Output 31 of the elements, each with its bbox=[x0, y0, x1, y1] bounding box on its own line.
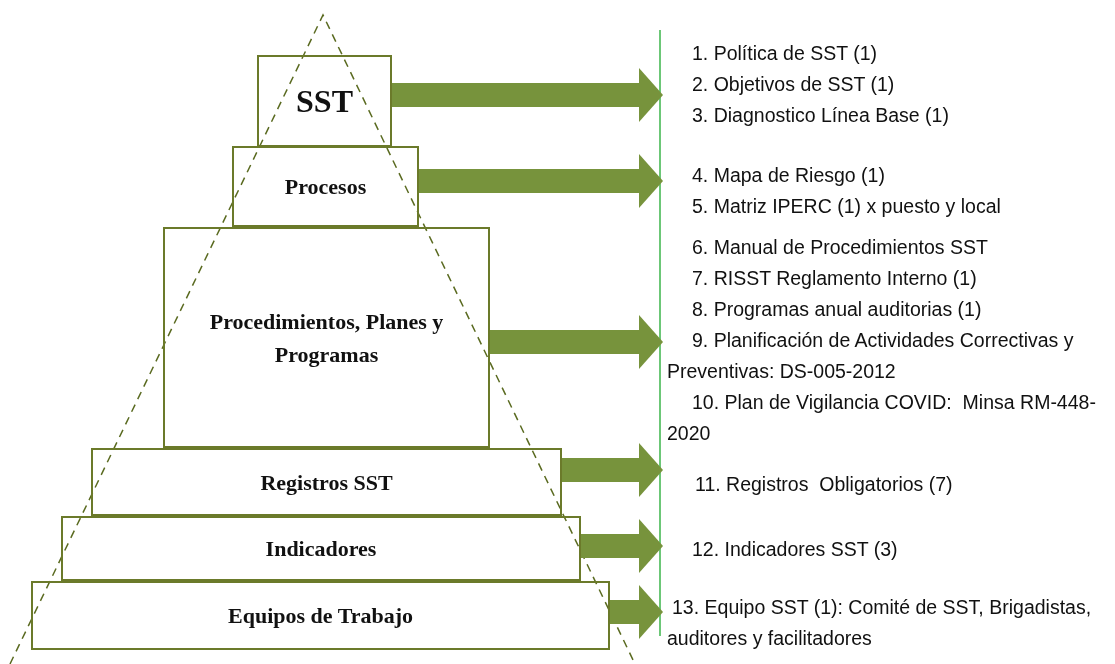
level-title: Equipos de Trabajo bbox=[228, 602, 413, 630]
block-arrow bbox=[392, 68, 663, 122]
block-arrow bbox=[581, 519, 663, 573]
level-title: SST bbox=[296, 82, 353, 121]
block-arrow bbox=[610, 585, 663, 639]
level-title: Procedimientos, Planes y Programas bbox=[208, 307, 445, 369]
list-item: 11. Registros Obligatorios (7) bbox=[694, 472, 954, 497]
pyramid-level-box bbox=[31, 581, 610, 650]
list-item: 13. Equipo SST (1): Comité de SST, Brigadistas, auditores y facilitadores bbox=[666, 595, 1093, 651]
list-item: 3. Diagnostico Línea Base (1) bbox=[691, 103, 950, 128]
block-arrow bbox=[490, 315, 663, 369]
pyramid-level-box bbox=[61, 516, 581, 581]
pyramid-level-box bbox=[163, 227, 490, 448]
list-item: 7. RISST Reglamento Interno (1) bbox=[691, 266, 978, 291]
list-item: 6. Manual de Procedimientos SST bbox=[691, 235, 989, 260]
level-title: Indicadores bbox=[265, 535, 377, 563]
block-arrow bbox=[562, 443, 663, 497]
block-arrow bbox=[419, 154, 663, 208]
list-item: 8. Programas anual auditorias (1) bbox=[691, 297, 983, 322]
list-item: 2. Objetivos de SST (1) bbox=[691, 72, 896, 97]
list-item: 5. Matriz IPERC (1) x puesto y local bbox=[691, 194, 1002, 219]
list-item: 1. Política de SST (1) bbox=[691, 41, 878, 66]
pyramid-level-box bbox=[232, 146, 419, 227]
list-item: 10. Plan de Vigilancia COVID: Minsa RM-448-2020 bbox=[666, 390, 1097, 446]
list-item: 12. Indicadores SST (3) bbox=[691, 537, 899, 562]
level-title: Procesos bbox=[284, 173, 367, 201]
level-title: Registros SST bbox=[260, 468, 393, 497]
list-item: 4. Mapa de Riesgo (1) bbox=[691, 163, 886, 188]
pyramid-level-box bbox=[257, 55, 392, 147]
list-item: 9. Planificación de Actividades Correctivas y Preventivas: DS-005-2012 bbox=[666, 328, 1075, 384]
pyramid-level-box bbox=[91, 448, 562, 516]
